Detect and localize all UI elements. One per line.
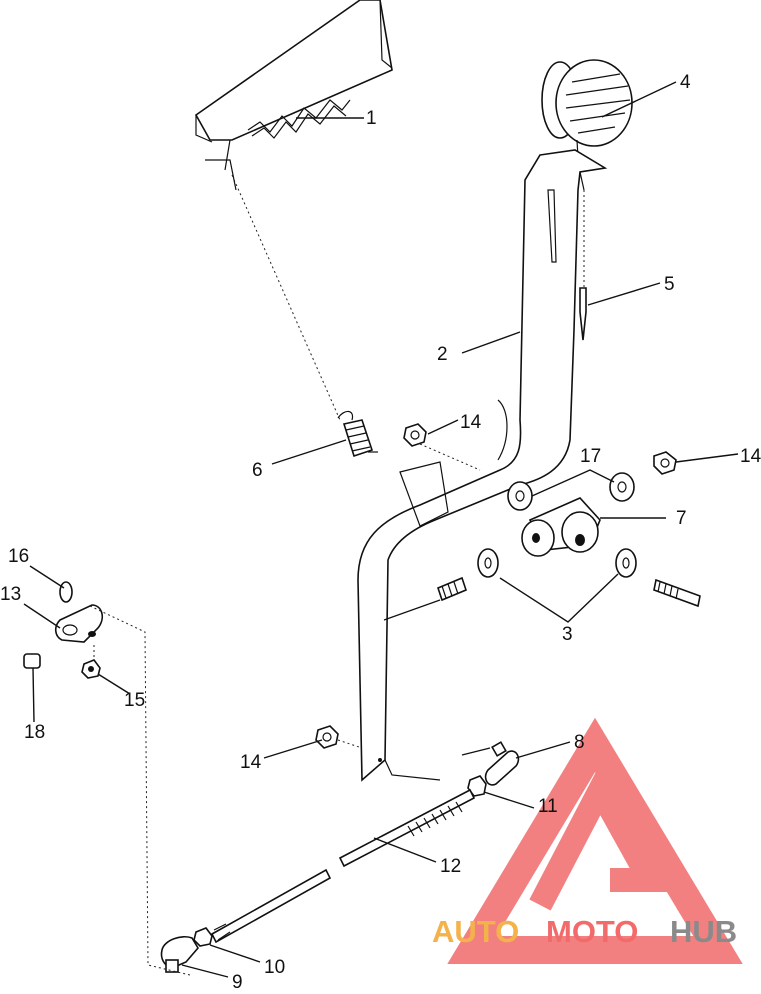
nut-part-15 bbox=[81, 659, 101, 679]
cotter-pin-part-5 bbox=[579, 190, 587, 341]
callout-12: 12 bbox=[440, 856, 461, 877]
callout-16: 16 bbox=[8, 546, 29, 567]
bolt-part-3-right bbox=[615, 548, 701, 608]
pedal-pad-part-4 bbox=[541, 59, 633, 159]
callout-2: 2 bbox=[437, 344, 448, 365]
clevis-part-8 bbox=[484, 741, 520, 786]
return-spring-part-6 bbox=[337, 410, 378, 458]
callout-4: 4 bbox=[680, 72, 691, 93]
callout-3: 3 bbox=[562, 624, 573, 645]
callout-14-upper: 14 bbox=[460, 412, 482, 433]
floor-panel bbox=[194, 0, 393, 191]
callout-5: 5 bbox=[664, 274, 675, 295]
jam-nut-part-11 bbox=[467, 775, 487, 797]
rod-end-part-9 bbox=[160, 935, 199, 973]
watermark-logo bbox=[447, 717, 743, 964]
pin-part-18 bbox=[23, 653, 41, 669]
callout-11: 11 bbox=[538, 796, 558, 817]
bushing-part-7 bbox=[521, 497, 601, 557]
callout-14-lower: 14 bbox=[240, 752, 262, 773]
callout-6: 6 bbox=[252, 460, 263, 481]
pin-part-16 bbox=[59, 581, 73, 603]
nut-part-14-right bbox=[653, 451, 677, 475]
callout-13: 13 bbox=[0, 584, 21, 605]
spring-clip-part-1 bbox=[247, 99, 351, 139]
washers-part-17 bbox=[507, 472, 635, 511]
nut-part-10 bbox=[193, 927, 213, 947]
watermark-text: AUTO MOTO HUB bbox=[432, 914, 737, 949]
watermark-hub: HUB bbox=[670, 914, 737, 949]
nut-part-14-lower bbox=[315, 725, 363, 749]
bracket-part-13 bbox=[54, 604, 104, 643]
callout-1: 1 bbox=[366, 108, 377, 129]
pedal-lever-part-2 bbox=[357, 149, 608, 782]
callout-10: 10 bbox=[264, 957, 285, 978]
leader-lines bbox=[23, 81, 739, 978]
callout-8: 8 bbox=[574, 732, 585, 753]
watermark-auto: AUTO bbox=[432, 914, 519, 949]
brake-rod-part-12 bbox=[210, 788, 476, 944]
nut-part-14-upper bbox=[403, 423, 481, 471]
callout-14-right: 14 bbox=[740, 446, 761, 467]
callout-18: 18 bbox=[24, 722, 45, 743]
callout-9: 9 bbox=[232, 972, 243, 993]
dashed-guide-left bbox=[89, 605, 191, 976]
callout-17: 17 bbox=[580, 446, 601, 467]
dashed-guide-1-6 bbox=[231, 174, 341, 421]
callout-15: 15 bbox=[124, 690, 145, 711]
bolt-part-3-left bbox=[383, 548, 499, 621]
callout-7: 7 bbox=[676, 508, 687, 529]
watermark-moto: MOTO bbox=[546, 914, 638, 949]
